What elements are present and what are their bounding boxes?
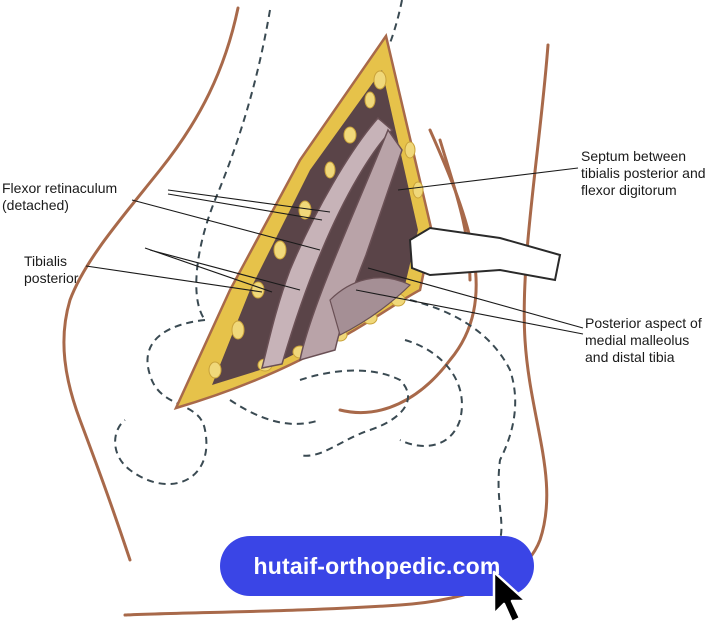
label-line: and distal tibia: [585, 349, 675, 365]
label-line: Flexor retinaculum: [2, 180, 118, 196]
label-line: Septum between: [581, 148, 687, 164]
label-septum: Septum between tibialis posterior and fl…: [581, 148, 706, 199]
watermark-text: hutaif-orthopedic.com: [253, 552, 501, 579]
cursor-arrow-icon: [492, 570, 528, 624]
label-line: flexor digitorum: [581, 182, 677, 198]
skin-outline: [62, 6, 550, 617]
label-flexor-retinaculum: Flexor retinaculum (detached): [2, 180, 117, 214]
leader-lines: [85, 167, 584, 335]
label-line: medial malleolus: [585, 332, 690, 348]
label-posterior-aspect: Posterior aspect of medial malleolus and…: [585, 315, 702, 366]
label-line: Tibialis: [24, 253, 68, 269]
label-line: posterior: [24, 270, 79, 286]
label-line: tibialis posterior and: [581, 165, 706, 181]
label-tibialis-posterior: Tibialis posterior: [24, 253, 78, 287]
watermark-link-button[interactable]: hutaif-orthopedic.com: [220, 536, 534, 596]
incision: [173, 32, 562, 410]
label-line: (detached): [2, 197, 69, 213]
label-line: Posterior aspect of: [585, 315, 702, 331]
